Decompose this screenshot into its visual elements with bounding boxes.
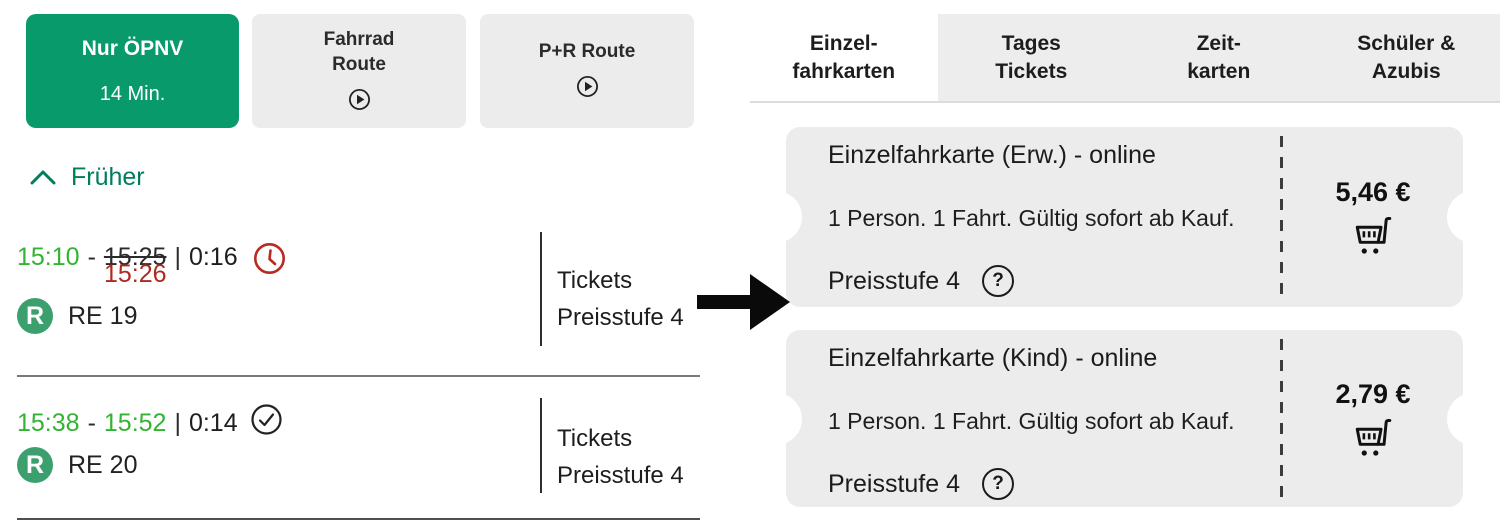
ticket-title: Einzelfahrkarte (Erw.) - online [828,141,1156,169]
arrow-right-icon [697,272,791,337]
delayed-arrival-time: 15:26 [104,260,167,288]
arrival-time: 15:52 [103,408,167,437]
price-level-label: Preisstufe 4 [557,304,684,331]
ticket-price: 5,46 € [1335,177,1411,207]
route-option-label: Fahrrad Route [323,28,395,75]
tab-label-line1: Tages [1001,31,1061,55]
ticket-perforation-line [1280,136,1283,298]
tab-einzelfahrkarten[interactable]: Einzel- fahrkarten [750,14,938,101]
chevron-up-icon [30,163,56,192]
price-level-label: Preisstufe 4 [557,462,684,489]
tab-label-line1: Einzel- [809,31,878,55]
duration-separator: | [174,242,181,271]
line-name: RE 20 [68,450,138,479]
route-option-label: Nur ÖPNV [81,36,184,60]
ticket-price-level: Preisstufe 4 ? [828,468,1015,500]
ticket-price-level: Preisstufe 4 ? [828,265,1015,297]
journey-2-tickets-divider [540,398,542,493]
ticket-buy-section: 5,46 € [1283,127,1463,307]
regional-train-badge: R [17,447,53,483]
ticket-card-adult: Einzelfahrkarte (Erw.) - online 1 Person… [786,127,1463,307]
route-option-public-transport[interactable]: Nur ÖPNV 14 Min. [26,14,239,128]
journey-duration: 0:16 [188,242,238,271]
ticket-buy-section: 2,79 € [1283,330,1463,507]
journey-2-line[interactable]: R RE 20 [17,447,137,483]
line-name: RE 19 [68,301,138,330]
cart-icon[interactable] [1350,417,1396,459]
ticket-description: 1 Person. 1 Fahrt. Gültig sofort ab Kauf… [828,205,1235,231]
journey-1-times[interactable]: 15:10 - 15:25 | 0:16 [17,231,287,283]
journey-1-tickets-link[interactable]: Tickets Preisstufe 4 [557,262,684,336]
ticket-card-child: Einzelfahrkarte (Kind) - online 1 Person… [786,330,1463,507]
check-circle-icon [250,403,283,443]
list-bottom-separator [17,518,700,520]
journey-1-line[interactable]: R RE 19 [17,298,137,334]
play-icon [576,75,599,103]
journey-duration: 0:14 [188,408,238,437]
earlier-label: Früher [71,163,145,191]
cart-icon[interactable] [1350,215,1396,257]
departure-time: 15:38 [17,408,80,437]
price-level-label: Preisstufe 4 [828,469,961,498]
journey-2-times[interactable]: 15:38 - 15:52 | 0:14 [17,403,283,443]
route-duration: 14 Min. [99,82,166,105]
ticket-perforation-line [1280,339,1283,498]
journey-2-tickets-link[interactable]: Tickets Preisstufe 4 [557,420,684,494]
tab-label-line2: Tickets [995,59,1068,83]
earlier-connections-link[interactable]: Früher [30,163,145,192]
tab-zeitkarten[interactable]: Zeit- karten [1125,14,1313,101]
tab-tages-tickets[interactable]: Tages Tickets [938,14,1126,101]
question-circle-icon[interactable]: ? [982,265,1015,297]
route-option-bike[interactable]: Fahrrad Route [252,14,466,128]
ticket-price: 2,79 € [1335,378,1411,409]
tab-schueler-azubis[interactable]: Schüler & Azubis [1313,14,1500,101]
tab-label-line2: karten [1187,59,1251,83]
departure-time: 15:10 [17,242,80,271]
delay-clock-icon [252,241,287,283]
tab-label-line2: Azubis [1371,59,1441,83]
question-circle-icon[interactable]: ? [982,468,1015,500]
journey-1-tickets-divider [540,232,542,346]
tickets-label: Tickets [557,267,633,294]
ticket-tab-bar: Einzel- fahrkarten Tages Tickets Zeit- k… [750,14,1500,103]
regional-train-badge: R [17,298,53,334]
play-icon [348,88,371,116]
range-separator: - [87,408,96,437]
duration-separator: | [174,408,181,437]
route-option-label: P+R Route [538,41,636,62]
tab-label-line2: fahrkarten [792,59,896,83]
scheduled-arrival-time: 15:25 [103,242,167,271]
price-level-label: Preisstufe 4 [828,266,961,295]
route-option-park-and-ride[interactable]: P+R Route [480,14,694,128]
tab-label-line1: Schüler & [1357,31,1456,55]
ticket-title: Einzelfahrkarte (Kind) - online [828,344,1158,372]
range-separator: - [87,242,96,271]
tab-label-line1: Zeit- [1196,31,1241,55]
journey-separator [17,375,700,377]
ticket-description: 1 Person. 1 Fahrt. Gültig sofort ab Kauf… [828,408,1235,434]
tickets-label: Tickets [557,425,633,452]
